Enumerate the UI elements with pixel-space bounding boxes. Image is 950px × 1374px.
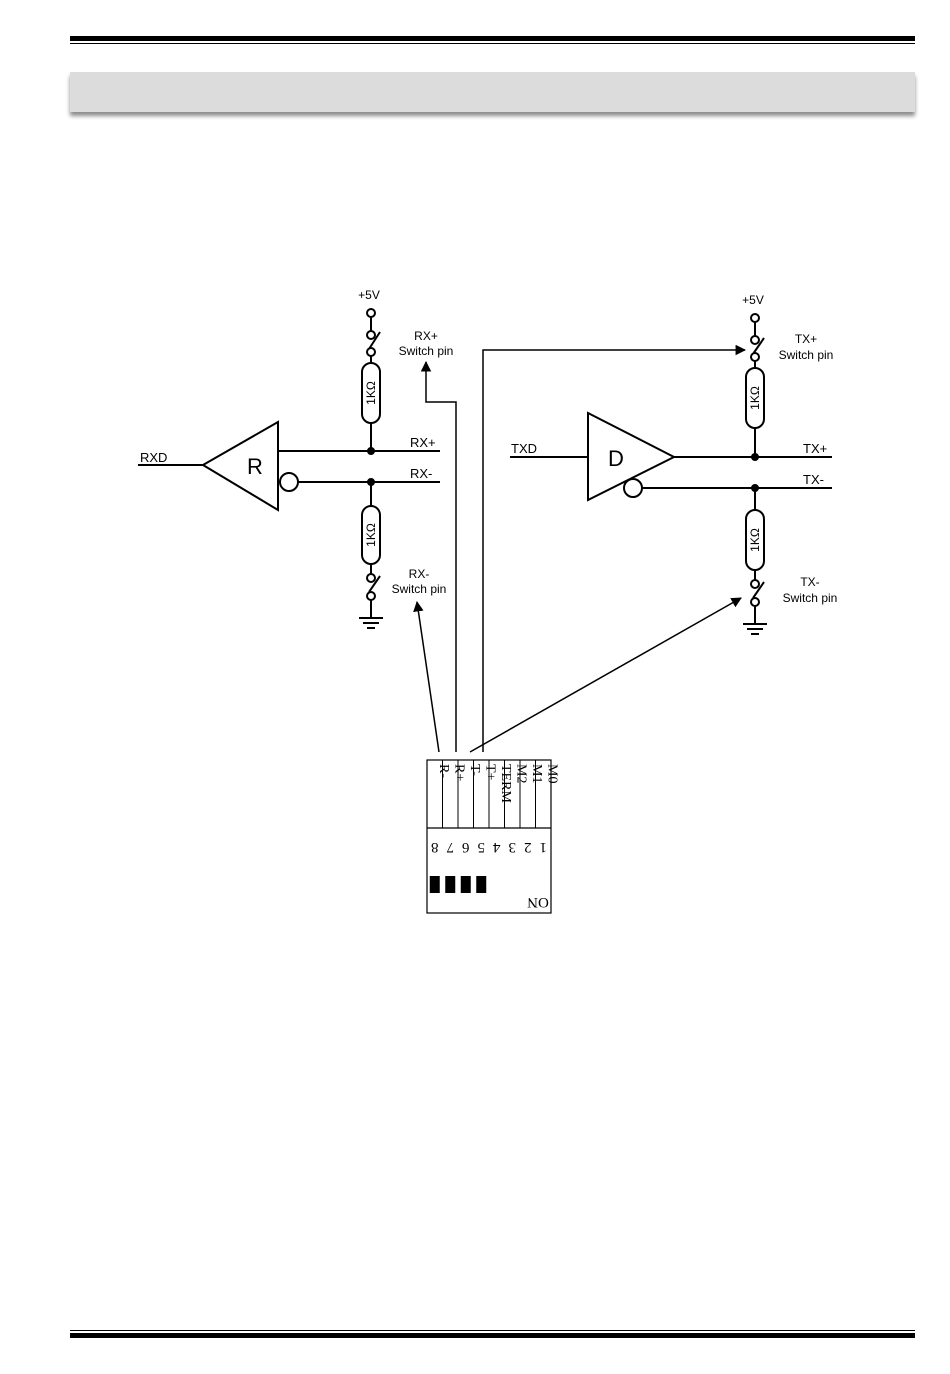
rx-plus-switch-sublabel: Switch pin <box>399 344 454 358</box>
dip-position-number: 1 <box>540 839 548 855</box>
rx-minus-switch-sublabel: Switch pin <box>392 582 447 596</box>
receiver-amplifier <box>203 422 278 510</box>
tx-top-resistor-label: 1KΩ <box>748 386 762 410</box>
rx-bottom-resistor-label: 1KΩ <box>364 523 378 547</box>
dip-position-number: 3 <box>509 839 517 855</box>
rx-plus-switch-label: RX+ <box>414 329 438 343</box>
rx-supply-terminal <box>367 309 375 317</box>
rx-plus-label: RX+ <box>410 435 436 450</box>
tx-minus-switch-sublabel: Switch pin <box>783 591 838 605</box>
dip-position-name: M2 <box>513 764 528 783</box>
rx-minus-link <box>417 602 439 752</box>
receiver-circuit <box>138 309 456 752</box>
receiver-symbol: R <box>247 454 263 479</box>
dip-position-name: TERM <box>498 764 513 803</box>
rx-supply-label: +5V <box>358 288 380 302</box>
dip-position-number: 7 <box>446 839 454 855</box>
dip-position-name: T- <box>467 764 482 776</box>
driver-circuit <box>470 314 832 752</box>
rx-minus-switch-label: RX- <box>409 567 430 581</box>
dip-switch-lever <box>476 876 486 893</box>
rx-top-resistor-label: 1KΩ <box>364 381 378 405</box>
rxd-label: RXD <box>140 450 167 465</box>
dip-switch-lever <box>461 876 471 893</box>
tx-minus-link <box>470 598 741 752</box>
tx-minus-switch-label: TX- <box>800 575 819 589</box>
dip-position-number: 6 <box>462 839 470 855</box>
dip-position-name: R+ <box>451 764 466 781</box>
dip-switch-lever <box>430 876 440 893</box>
dip-switch-lever <box>445 876 455 893</box>
bottom-rule-thin <box>70 1330 915 1331</box>
dip-position-name: R- <box>436 764 451 778</box>
rx-minus-label: RX- <box>410 466 432 481</box>
dip-position-name: T+ <box>482 764 497 781</box>
dip-position-number: 5 <box>478 839 486 855</box>
tx-plus-switch-label: TX+ <box>795 332 817 346</box>
receiver-invert-bubble <box>280 473 298 491</box>
dip-position-name: M1 <box>529 764 544 783</box>
dip-position-number: 8 <box>431 839 439 855</box>
dip-position-name: M0 <box>544 764 559 783</box>
tx-minus-label: TX- <box>803 472 824 487</box>
tx-supply-terminal <box>751 314 759 322</box>
dip-position-number: 2 <box>524 839 532 855</box>
dip-switch: M0 1 M1 2 M2 3 TERM 4 T+ 5 T- 6 R+ 7 R- 8 ON <box>427 760 559 913</box>
txd-label: TXD <box>511 441 537 456</box>
driver-invert-bubble <box>624 479 642 497</box>
tx-ground-icon <box>743 624 767 634</box>
driver-symbol: D <box>608 446 624 471</box>
dip-position-number: 4 <box>493 839 501 855</box>
tx-plus-switch-sublabel: Switch pin <box>779 348 834 362</box>
dip-on-label: ON <box>527 894 549 910</box>
rx-ground-icon <box>359 618 383 628</box>
tx-bottom-resistor-label: 1KΩ <box>748 528 762 552</box>
tx-plus-label: TX+ <box>803 441 827 456</box>
tx-supply-label: +5V <box>742 293 764 307</box>
bottom-rule <box>70 1333 915 1338</box>
tx-plus-link <box>483 350 745 752</box>
